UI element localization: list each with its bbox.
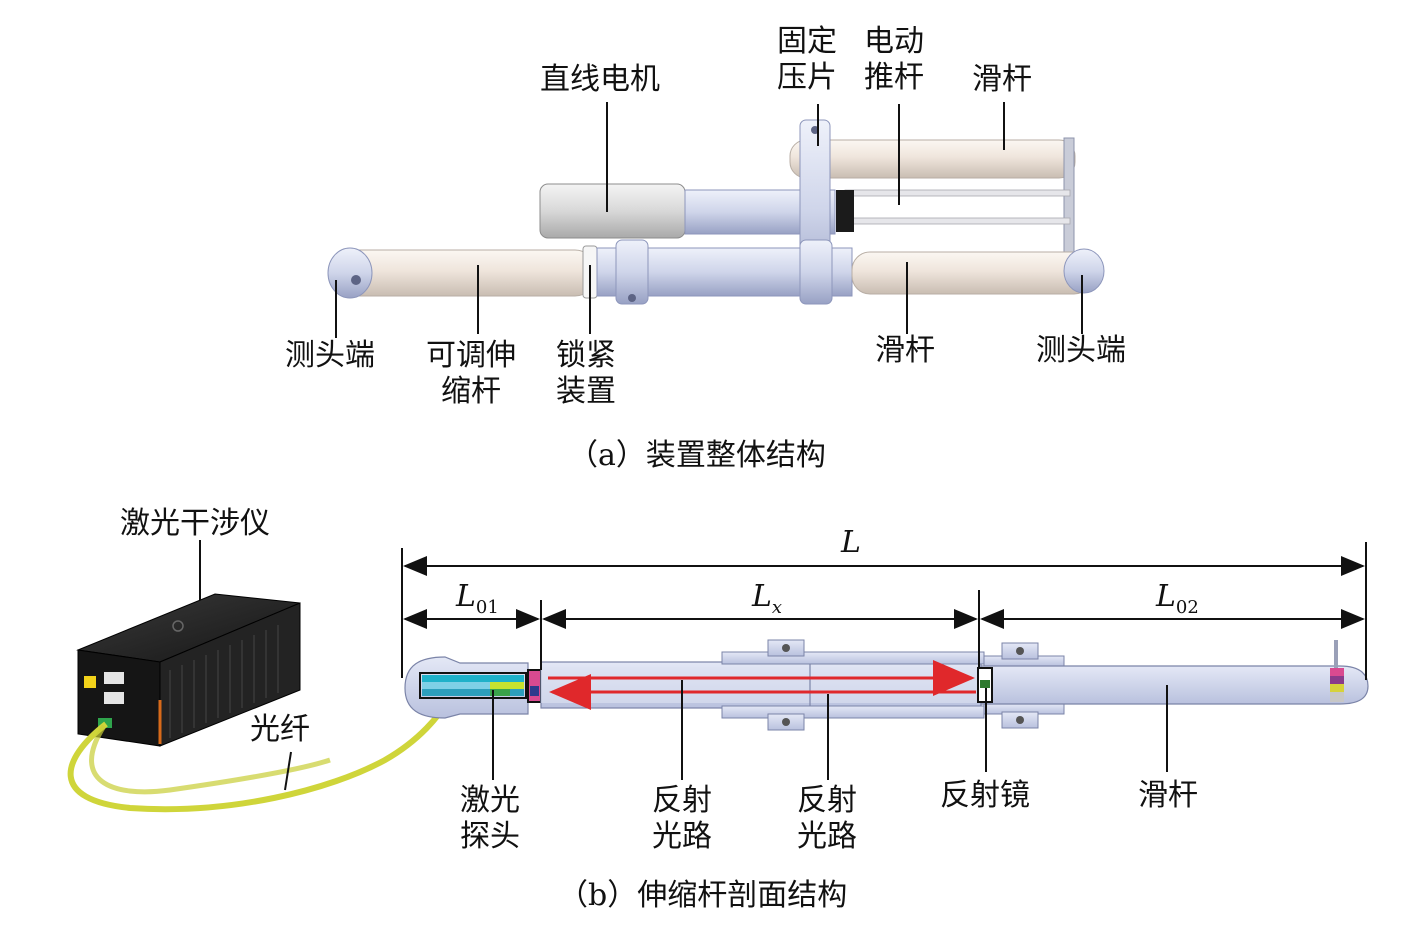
label-fixed-plate: 固定 压片 [777, 24, 837, 96]
device-assembly-3d [327, 119, 1105, 305]
label-fixed-plate-line2: 压片 [777, 60, 837, 95]
label-telescopic-rod: 可调伸 缩杆 [426, 338, 516, 410]
dim-label-L01: L01 [456, 579, 499, 619]
caption-b: （b）伸缩杆剖面结构 [558, 878, 848, 913]
label-push-rod-line2: 推杆 [864, 60, 924, 95]
label-reflect-path-2: 反射 光路 [797, 783, 857, 855]
laser-interferometer-device [76, 593, 301, 747]
label-fixed-plate-line1: 固定 [777, 24, 837, 59]
leader-lines-a [335, 102, 1083, 338]
label-lock-line1: 锁紧 [556, 338, 616, 373]
dimension-lines [401, 542, 1367, 680]
label-telescopic-rod-line2: 缩杆 [441, 374, 501, 409]
label-push-rod-line1: 电动 [864, 24, 924, 59]
label-slide-rod-bottom: 滑杆 [875, 333, 935, 368]
optical-fiber [67, 698, 451, 813]
label-linear-motor: 直线电机 [540, 62, 660, 97]
label-reflect-path-1-line1: 反射 [652, 783, 712, 818]
label-laser-probe-line1: 激光 [460, 783, 520, 818]
label-reflect-path-2-line1: 反射 [797, 783, 857, 818]
caption-a: （a）装置整体结构 [568, 438, 826, 473]
telescopic-rod-section [404, 639, 1369, 731]
leader-lines-b [199, 540, 1168, 791]
label-probe-end-left: 测头端 [285, 338, 375, 373]
dim-label-L: L [841, 525, 861, 560]
label-lock-device: 锁紧 装置 [556, 338, 616, 410]
label-slide-rod-top: 滑杆 [972, 62, 1032, 97]
label-laser-probe: 激光 探头 [460, 783, 520, 855]
label-telescopic-rod-line1: 可调伸 [426, 338, 516, 373]
label-slide-rod-section: 滑杆 [1138, 778, 1198, 813]
label-probe-end-right: 测头端 [1036, 333, 1126, 368]
label-reflect-path-1: 反射 光路 [652, 783, 712, 855]
label-electric-push-rod: 电动 推杆 [864, 24, 924, 96]
label-fiber: 光纤 [250, 712, 310, 747]
label-interferometer: 激光干涉仪 [120, 506, 270, 541]
dim-label-L02: L02 [1156, 579, 1199, 619]
label-reflect-path-1-line2: 光路 [652, 819, 712, 854]
label-mirror: 反射镜 [940, 778, 1030, 813]
label-lock-line2: 装置 [556, 374, 616, 409]
label-reflect-path-2-line2: 光路 [797, 819, 857, 854]
dim-label-Lx: Lx [752, 579, 783, 619]
label-laser-probe-line2: 探头 [460, 819, 520, 854]
